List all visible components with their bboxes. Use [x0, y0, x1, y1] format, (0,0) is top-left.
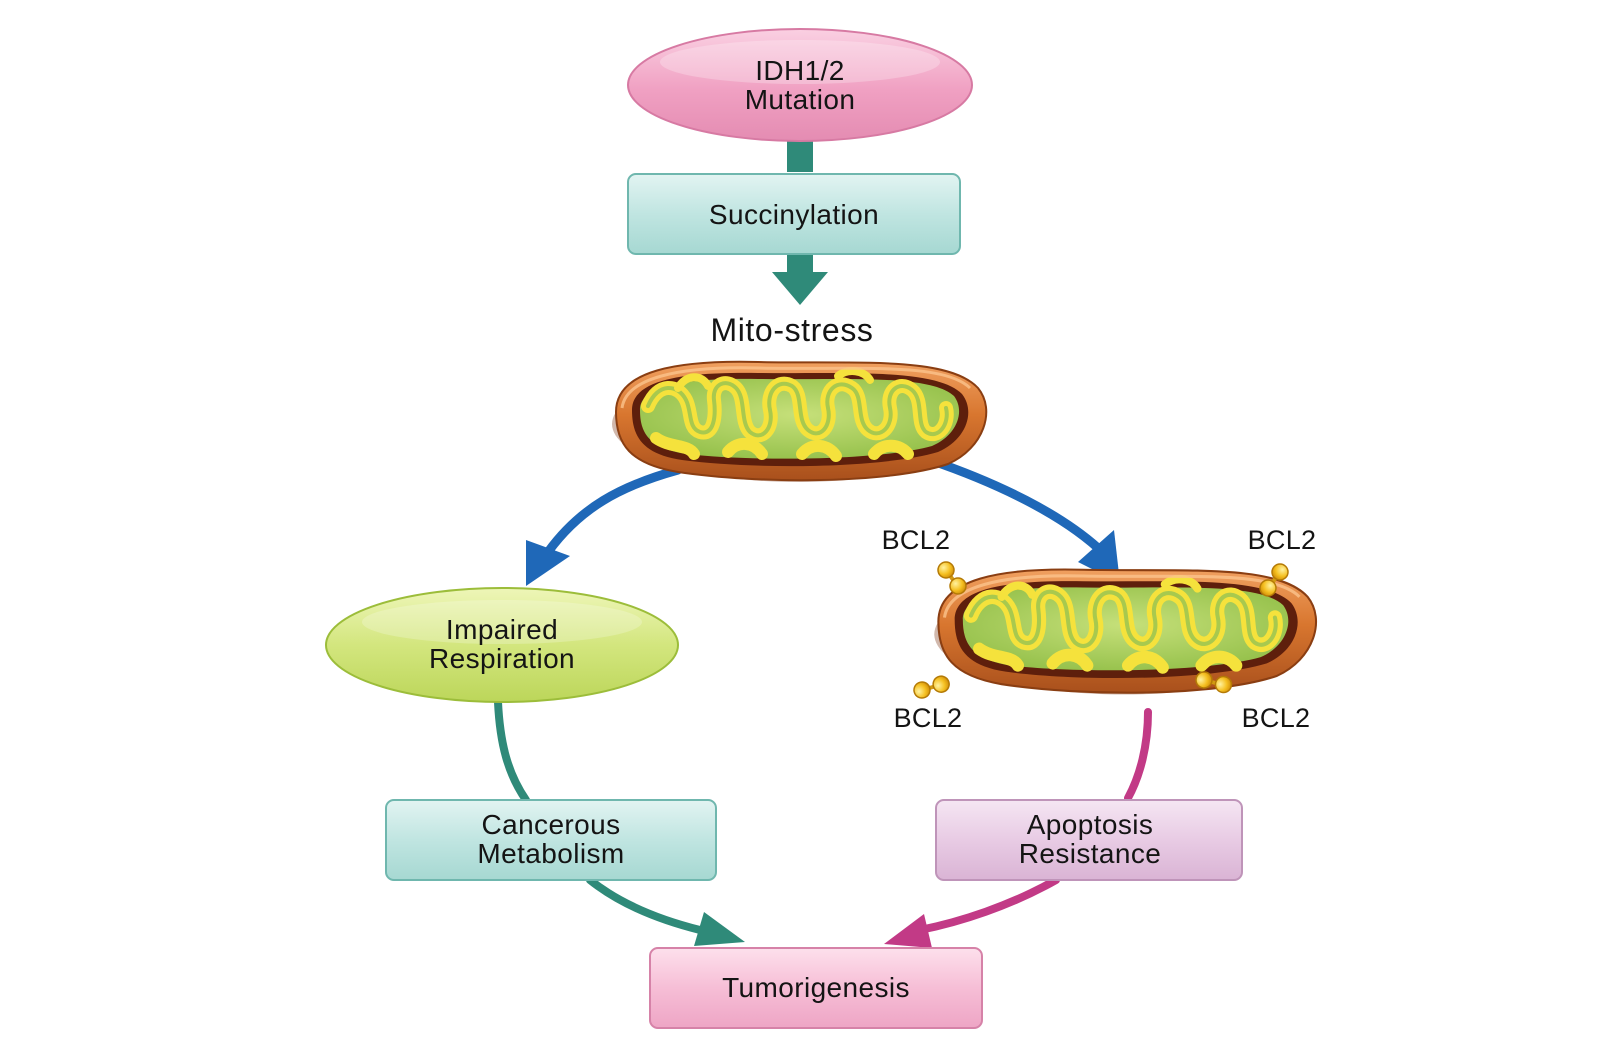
node-tumorigenesis: Tumorigenesis	[649, 947, 983, 1029]
idh-line2: Mutation	[745, 84, 856, 115]
cancerous-line1: Cancerous	[481, 809, 620, 840]
mitochondrion-top-image	[612, 362, 986, 482]
impaired-line1: Impaired	[446, 614, 558, 645]
node-idh-mutation: IDH1/2 Mutation	[627, 28, 973, 142]
apoptosis-line1: Apoptosis	[1027, 809, 1154, 840]
mito-stress-label: Mito-stress	[710, 312, 873, 348]
arrow-mito-bcl2-mito	[925, 455, 1120, 583]
bcl2-label-bottom-left: BCL2	[894, 703, 963, 733]
tumorigenesis-label: Tumorigenesis	[722, 972, 910, 1003]
arrow-cancerous-tumorigenesis	[586, 876, 745, 946]
idh-line1: IDH1/2	[755, 55, 845, 86]
connector-idh-succinylation	[787, 138, 813, 172]
node-succinylation: Succinylation	[627, 173, 961, 255]
succinylation-label: Succinylation	[709, 199, 879, 230]
connector-impaired-cancerous	[494, 698, 530, 804]
apoptosis-line2: Resistance	[1019, 838, 1162, 869]
arrow-apoptosis-tumorigenesis	[884, 876, 1060, 948]
mitochondrion-bcl2-image	[934, 570, 1316, 695]
arrow-succinylation-mito-stress	[772, 247, 828, 305]
bcl2-protein-top-left	[936, 560, 968, 596]
bcl2-label-top-left: BCL2	[882, 525, 951, 555]
connector-mito-apoptosis	[1124, 708, 1152, 802]
cancerous-line2: Metabolism	[477, 838, 624, 869]
bcl2-protein-bottom-left	[909, 666, 954, 708]
bcl2-label-bottom-right: BCL2	[1242, 703, 1311, 733]
impaired-line2: Respiration	[429, 643, 575, 674]
node-impaired-respiration: Impaired Respiration	[325, 587, 679, 703]
node-cancerous-metabolism: Cancerous Metabolism	[385, 799, 717, 881]
arrow-mito-impaired-respiration	[526, 465, 683, 586]
node-apoptosis-resistance: Apoptosis Resistance	[935, 799, 1243, 881]
bcl2-label-top-right: BCL2	[1248, 525, 1317, 555]
